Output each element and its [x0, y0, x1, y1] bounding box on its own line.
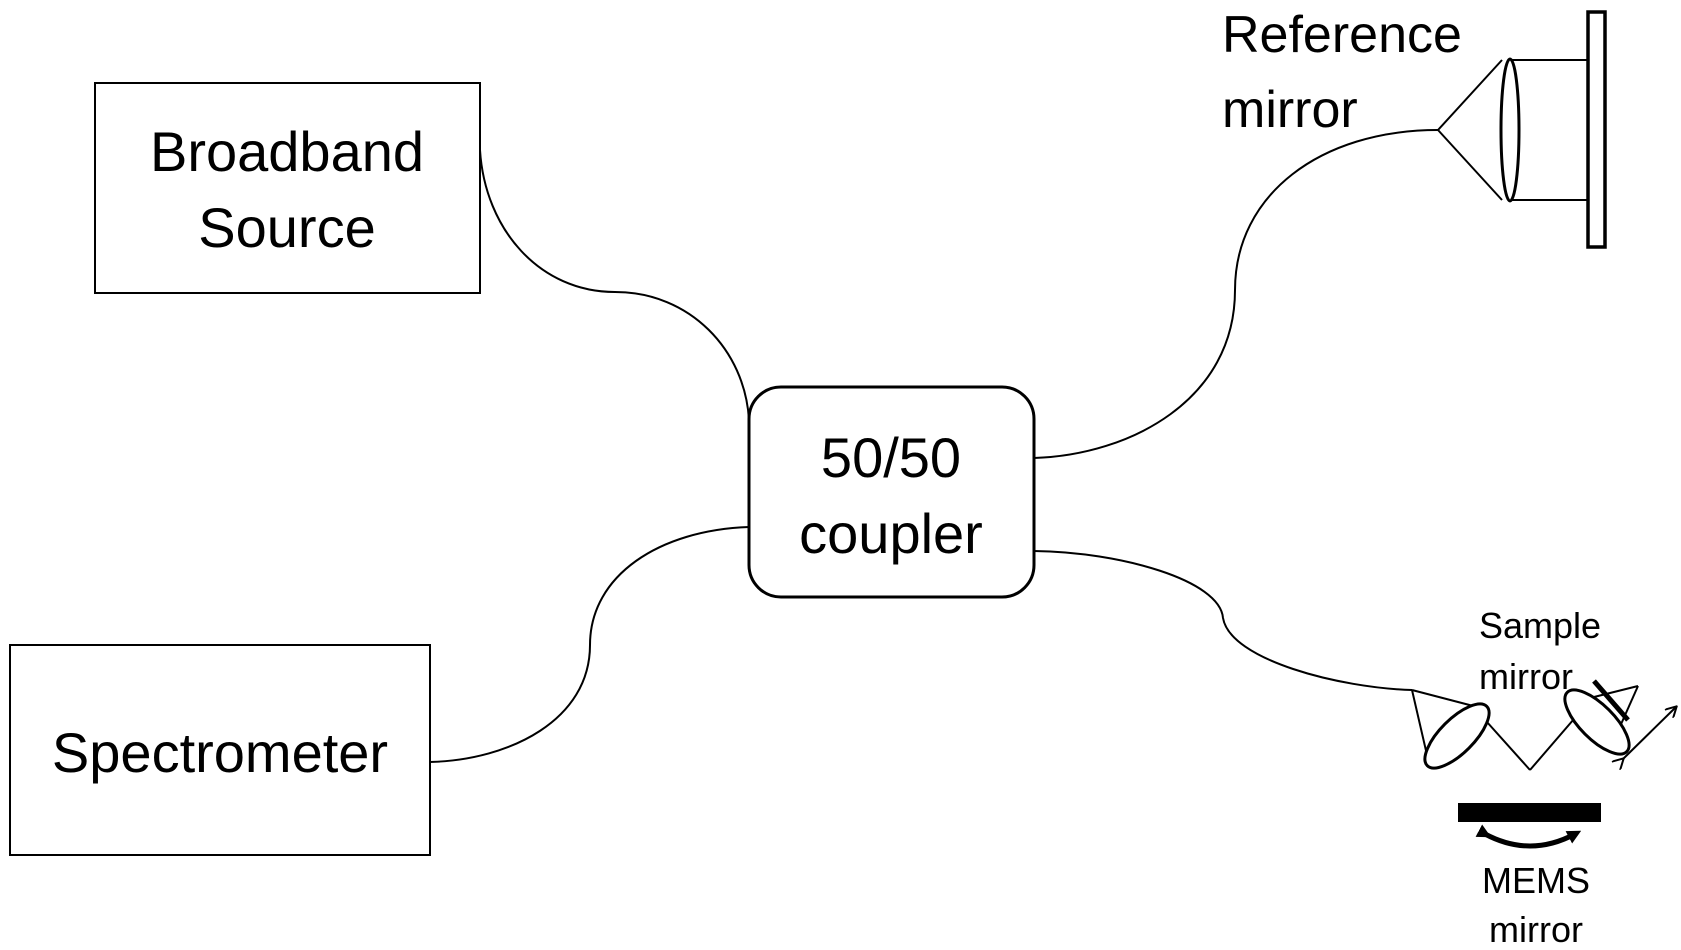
coupler-block: 50/50 coupler: [747, 385, 1036, 599]
fiber-spectrometer-to-coupler: [429, 526, 750, 763]
coupler-label-line1: 50/50: [821, 426, 961, 489]
broadband-source-label-line2: Source: [198, 196, 375, 259]
broadband-source-block: Broadband Source: [94, 82, 481, 294]
reference-beam-upper: [1437, 59, 1503, 131]
spectrometer-box: [9, 644, 431, 856]
broadband-source-box: [94, 82, 481, 294]
coupler-label-line2: coupler: [799, 502, 983, 565]
fiber-source-to-coupler: [479, 149, 750, 421]
mems-mirror-label-line2: mirror: [1489, 909, 1583, 950]
mems-mirror-label-line1: MEMS: [1482, 860, 1590, 901]
sample-beam-b2: [1529, 711, 1581, 771]
spectrometer-label: Spectrometer: [52, 721, 388, 784]
sample-lens-1-icon: [1423, 702, 1491, 770]
mems-tilt-arrow: [1475, 824, 1582, 849]
spectrometer-block: Spectrometer: [9, 644, 431, 856]
broadband-source-label-line1: Broadband: [150, 120, 424, 183]
reference-arm-optics: Reference mirror: [1222, 6, 1607, 249]
coupler-box: [747, 385, 1036, 599]
reference-mirror-label-line1: Reference: [1222, 6, 1462, 64]
reference-mirror-icon: [1586, 10, 1607, 249]
sample-mirror-label-line2: mirror: [1479, 656, 1573, 697]
fiber-coupler-to-reference: [1033, 129, 1439, 459]
mems-mirror-icon: [1458, 803, 1601, 822]
fiber-coupler-to-sample: [1033, 550, 1413, 691]
reference-lens-icon: [1499, 57, 1521, 203]
sample-arm-optics: Sample mirror MEMS mirror: [1411, 605, 1676, 950]
reference-beam-lower: [1437, 129, 1503, 201]
sample-mirror-motion-arrow: [1623, 707, 1676, 759]
sample-mirror-label-line1: Sample: [1479, 605, 1601, 646]
reference-mirror-label-line2: mirror: [1222, 81, 1358, 139]
